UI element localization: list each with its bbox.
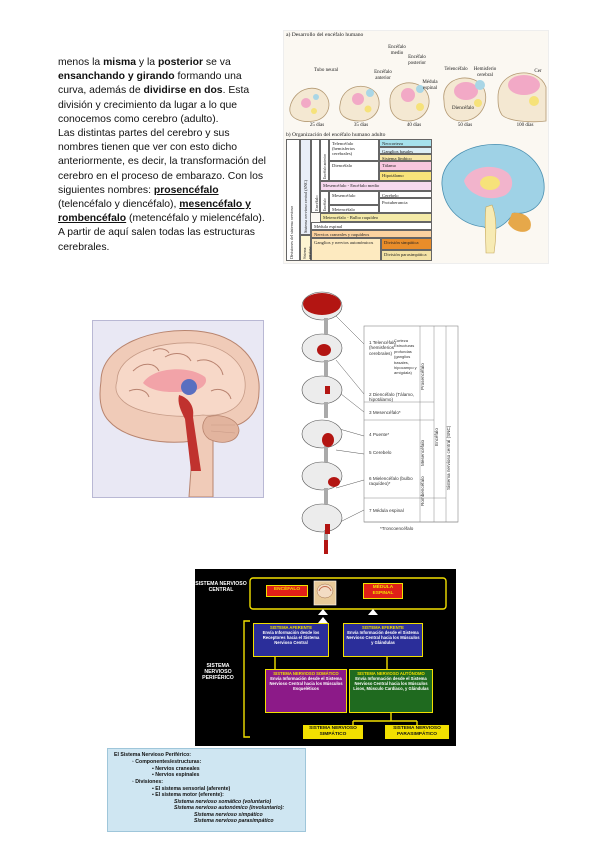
label-snp: SISTEMA NERVIOSO PERIFÉRICO bbox=[202, 663, 234, 682]
struct-protuberancia: Protuberancia bbox=[379, 198, 432, 213]
aferente-title: SISTEMA AFERENTE bbox=[269, 625, 313, 630]
label-snc: SISTEMA NERVIOSO CENTRAL bbox=[195, 581, 247, 594]
row-mesencefalo-medio: Mesencéfalo - Encéfalo medio bbox=[320, 181, 432, 191]
box-parasimpatico: SISTEMA NERVIOSO PARASIMPÁTICO bbox=[385, 725, 449, 739]
side-snp: Sistema nervioso periférico bbox=[300, 235, 317, 261]
side-encefalo: Encéfalo bbox=[311, 139, 320, 213]
brain-regions-thumbnails bbox=[301, 291, 459, 554]
diagram-lines bbox=[243, 577, 447, 738]
footnote-troncoencefalo: *Troncoencéfalo bbox=[380, 526, 414, 531]
figure-caption-a: a) Desarrollo del encéfalo humano bbox=[286, 32, 364, 38]
label-encefalo-posterior: Encéfalo posterior bbox=[408, 55, 426, 66]
item-telencefalo: 1 Telencéfalo (hemisferios cerebrales) bbox=[369, 340, 396, 356]
box-autonomo: SISTEMA NERVIOSO AUTÓNOMO Envía Informac… bbox=[349, 669, 433, 713]
row-telencefalo: Telencéfalo (hemisferios cerebrales) bbox=[329, 139, 379, 161]
label-medula-espinal: Médula espinal bbox=[422, 80, 438, 91]
struct-sistema-limbico: Sistema límbico bbox=[379, 154, 432, 161]
aferente-text: Envía Información desde los Receptores h… bbox=[262, 630, 320, 646]
list-parasimpatico: Sistema nervioso parasimpático bbox=[194, 818, 274, 824]
label-tubo-neural: Tubo neural bbox=[313, 68, 339, 73]
row-ganglios: Ganglios y nervios autonómicos bbox=[311, 238, 381, 261]
brain-sagittal-illustration bbox=[92, 320, 264, 498]
somatico-text: Envía Información desde el Sistema Nervi… bbox=[269, 676, 343, 692]
item-cerebelo: 5 Cerebelo bbox=[369, 450, 392, 455]
side-encefalo-posterior: Encéfalo posterior bbox=[320, 191, 332, 213]
list-sensorial: ▪ El sistema sensorial (aferente) bbox=[152, 786, 231, 792]
box-encefalo: ENCÉFALO bbox=[266, 585, 308, 597]
label-diencefalo: Diencéfalo bbox=[452, 106, 474, 111]
eferente-text: Envía Información desde el Sistema Nervi… bbox=[346, 630, 420, 646]
side-snc: Sistema nervioso central (SNC) bbox=[300, 139, 311, 235]
label-40-dias: 40 días bbox=[406, 123, 422, 128]
box-simpatico: SISTEMA NERVIOSO SIMPÁTICO bbox=[303, 725, 363, 739]
list-componentes: ◦ Componentes/estructuras: bbox=[132, 759, 202, 765]
label-50-dias: 50 días bbox=[457, 123, 473, 128]
struct-parasimpatica: División parasimpática bbox=[381, 250, 432, 261]
nervous-system-diagram: SISTEMA NERVIOSO CENTRAL SISTEMA NERVIOS… bbox=[195, 569, 456, 746]
region-snc: Sistema nervioso central (SNC) bbox=[446, 425, 451, 490]
struct-neocorteza: Neocorteza bbox=[379, 139, 432, 147]
side-divisiones: Divisiones del sistema nervioso bbox=[286, 139, 300, 261]
label-25-dias: 25 días bbox=[309, 123, 325, 128]
label-35-dias: 35 días bbox=[353, 123, 369, 128]
struct-simpatica: División simpática bbox=[381, 238, 432, 250]
autonomo-title: SISTEMA NERVIOSO AUTÓNOMO bbox=[357, 671, 425, 676]
label-100-dias: 100 días bbox=[516, 123, 534, 128]
side-encefalo-anterior: Encéfalo anterior bbox=[320, 139, 329, 181]
row-bulbo: Metencéfalo - Bulbo raquídeo bbox=[320, 213, 432, 222]
intro-paragraph-1: menos la misma y la posterior se va ensa… bbox=[58, 57, 250, 125]
item-medula-espinal: 7 Médula espinal bbox=[369, 508, 404, 513]
list-divisiones: ◦ Divisiones: bbox=[132, 779, 163, 785]
brain-regions-figure: 1 Telencéfalo (hemisferios cerebrales) C… bbox=[298, 290, 461, 560]
list-nervios-espinales: ▪ Nervios espinales bbox=[152, 772, 200, 778]
struct-hipotalamo: Hipotálamo bbox=[379, 171, 432, 181]
struct-talamo: Tálamo bbox=[379, 161, 432, 171]
row-diencefalo: Diencéfalo bbox=[329, 161, 379, 181]
row-metencefalo: Metencéfalo bbox=[329, 205, 379, 213]
list-motor: ▪ El sistema motor (eferente): bbox=[152, 792, 224, 798]
region-rombencefalo: Rombencéfalo bbox=[420, 476, 425, 506]
adult-brain-illustration bbox=[441, 143, 545, 254]
box-eferente: SISTEMA EFERENTE Envía Información desde… bbox=[343, 623, 423, 657]
list-heading: El Sistema Nervioso Periférico: bbox=[114, 752, 191, 758]
item-diencefalo: 2 Diencéfalo (Tálamo, hipotálamo) bbox=[369, 392, 414, 403]
row-nervios: Nervios craneales y raquídeos bbox=[311, 230, 432, 238]
struct-cerebelo: Cerebelo bbox=[379, 191, 432, 198]
embryo-stages-illustration bbox=[289, 72, 547, 123]
row-medula: Médula espinal bbox=[311, 222, 432, 230]
figure-caption-b: b) Organización del encéfalo humano adul… bbox=[286, 132, 386, 138]
item-mielencefalo: 6 Mielencéfalo (bulbo raquídeo)* bbox=[369, 476, 413, 487]
cortex-note: Corteza Estructuras profundas (ganglios … bbox=[394, 338, 417, 376]
region-mesencefalo: Mesencéfalo bbox=[420, 439, 425, 466]
peripheral-system-list: El Sistema Nervioso Periférico: ◦ Compon… bbox=[107, 748, 306, 832]
autonomo-text: Envía Información desde el Sistema Nervi… bbox=[353, 676, 429, 692]
eferente-title: SISTEMA EFERENTE bbox=[362, 625, 404, 630]
region-encefalo: Encéfalo bbox=[434, 428, 439, 446]
region-prosencefalo: Prosencéfalo bbox=[420, 363, 425, 390]
intro-text: menos la misma y la posterior se va ensa… bbox=[58, 56, 270, 255]
label-hemisferio-cerebral: Hemisferio cerebral bbox=[473, 67, 497, 78]
label-telencefalo: Telencéfalo bbox=[444, 67, 468, 72]
somatico-title: SISTEMA NERVIOSO SOMÁTICO bbox=[273, 671, 339, 676]
box-somatico: SISTEMA NERVIOSO SOMÁTICO Envía Informac… bbox=[265, 669, 347, 713]
list-nervios-craneales: ▪ Nervios craneales bbox=[152, 766, 200, 772]
list-autonomico: Sistema nervioso autonómico (involuntari… bbox=[174, 805, 285, 811]
row-mesencefalo: Mesencéfalo bbox=[329, 191, 379, 205]
label-cer: Cer bbox=[534, 69, 542, 74]
box-medula: MÉDULA ESPINAL bbox=[363, 583, 403, 599]
brain-development-figure: a) Desarrollo del encéfalo humano Tubo n… bbox=[283, 30, 549, 264]
label-encefalo-anterior: Encéfalo anterior bbox=[374, 70, 392, 81]
struct-ganglios-basales: Ganglios basales bbox=[379, 147, 432, 154]
item-puente: 4 Puente* bbox=[369, 432, 390, 437]
list-somatico: Sistema nervioso somático (voluntario) bbox=[174, 799, 272, 805]
item-mesencefalo: 3 Mesencéfalo* bbox=[369, 410, 401, 415]
label-encefalo-medio: Encéfalo medio bbox=[388, 45, 406, 56]
list-simpatico: Sistema nervioso simpático bbox=[194, 812, 263, 818]
box-aferente: SISTEMA AFERENTE Envía Información desde… bbox=[253, 623, 329, 657]
intro-paragraph-2: Las distintas partes del cerebro y sus n… bbox=[58, 128, 266, 253]
